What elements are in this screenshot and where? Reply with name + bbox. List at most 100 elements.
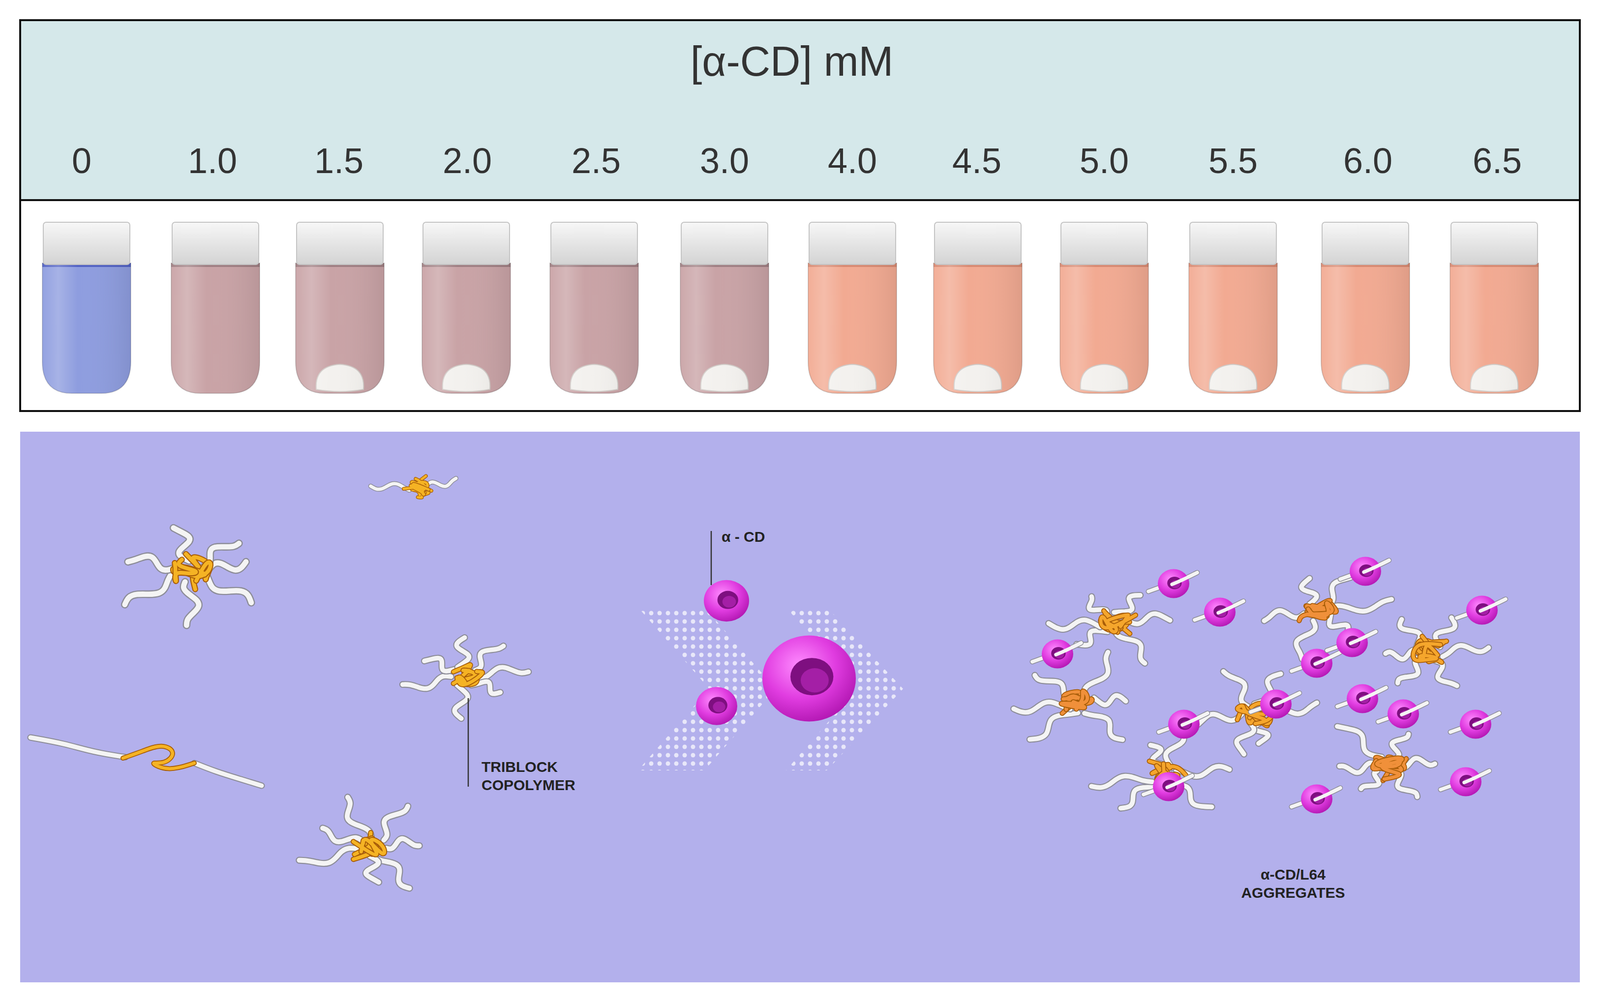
peo-block <box>1029 713 1079 740</box>
chevron-dot <box>732 678 738 683</box>
chevron-dot <box>766 761 771 767</box>
chevron-dot <box>783 761 788 767</box>
chevron-dot <box>749 745 755 750</box>
chevron-dot <box>657 761 663 767</box>
chevron-dot <box>732 761 738 767</box>
chevron-dot <box>657 619 663 625</box>
chevron-dot <box>691 619 696 625</box>
threaded-chain <box>1172 573 1198 585</box>
chevron-dot <box>891 703 897 708</box>
chevron-dot <box>665 653 671 658</box>
threaded-chain <box>1464 771 1490 784</box>
chevron-dot <box>707 678 713 683</box>
chevron-dot <box>866 686 872 692</box>
chevron-dot <box>649 770 654 775</box>
chevron-dot <box>858 603 863 608</box>
chevron-dot <box>741 678 746 683</box>
chevron-dot <box>757 628 763 633</box>
chevron-dot <box>808 761 813 767</box>
peo-block <box>1236 722 1254 755</box>
chevron-dot <box>707 745 713 750</box>
chevron-dot <box>640 736 646 742</box>
chevron-dot <box>883 644 888 650</box>
chevron-dot <box>858 761 863 767</box>
chevron-dot <box>824 761 830 767</box>
threaded-chain <box>1474 713 1500 726</box>
chevron-dot <box>849 753 855 758</box>
chevron-dot <box>808 736 813 742</box>
ring-cavity <box>790 658 834 696</box>
chevron-dot <box>632 770 637 775</box>
chevron-dot <box>741 661 746 666</box>
chevron-dot <box>691 678 696 683</box>
threaded-chain <box>1350 632 1376 644</box>
chevron-dot <box>716 745 721 750</box>
chevron-dot <box>699 745 704 750</box>
chevron-dot <box>774 619 780 625</box>
chevron-dot <box>640 653 646 658</box>
chevron-dot <box>808 603 813 608</box>
chevron-dot <box>699 611 704 616</box>
concentration-value: 4.5 <box>952 141 1002 181</box>
chevron-dot <box>841 770 846 775</box>
vial-liquid <box>1321 263 1410 394</box>
chevron-dot <box>858 720 863 725</box>
chevron-dot <box>808 728 813 733</box>
chevron-dot <box>707 728 713 733</box>
chevron-dot <box>640 636 646 641</box>
chevron-dot <box>774 711 780 717</box>
peo-block <box>1093 695 1126 705</box>
vial-liquid <box>295 263 385 394</box>
copolymer-micelle <box>1091 727 1230 809</box>
chevron-dot <box>774 603 780 608</box>
ring-body <box>762 635 856 723</box>
chevron-dot <box>749 694 755 700</box>
chevron-dot <box>858 661 863 666</box>
copolymer-chain <box>30 737 262 786</box>
chevron-dot <box>632 644 637 650</box>
chevron-dot <box>875 720 880 725</box>
peo-block <box>30 737 126 758</box>
chevron-dot <box>891 669 897 675</box>
chevron-dot <box>749 711 755 717</box>
vial-liquid <box>42 263 131 394</box>
chevron-dot <box>699 761 704 767</box>
chevron-dot <box>665 628 671 633</box>
peo-block-outline <box>1301 578 1317 604</box>
chevron-dot <box>665 669 671 675</box>
chevron-dot <box>891 619 897 625</box>
chevron-dot <box>799 603 805 608</box>
chevron-dot <box>875 636 880 641</box>
peo-block-outline <box>475 646 504 671</box>
chevron-dot <box>707 628 713 633</box>
chevron-dot <box>749 678 755 683</box>
chevron-dot <box>741 736 746 742</box>
chevron-dot <box>632 745 637 750</box>
ppo-block-outline <box>1298 603 1332 621</box>
chevron-dot <box>632 603 637 608</box>
chevron-dot <box>774 736 780 742</box>
chevron-dot <box>674 653 679 658</box>
chevron-dot <box>808 753 813 758</box>
chevron-dot <box>783 736 788 742</box>
chevron-dot <box>724 728 729 733</box>
chevron-dot <box>674 644 679 650</box>
chevron-dot <box>699 770 704 775</box>
copolymer-micelle <box>402 637 529 720</box>
chevron-dot <box>866 611 872 616</box>
peo-block-outline <box>1339 763 1375 774</box>
chevron-dot <box>691 644 696 650</box>
chevron-dot <box>741 728 746 733</box>
chevron-dot <box>674 761 679 767</box>
chevron-dot <box>891 611 897 616</box>
threaded-chain <box>1167 776 1193 788</box>
vial-liquid <box>549 263 639 394</box>
component-label: TRIBLOCK COPOLYMER <box>481 757 610 795</box>
chevron-dot <box>849 745 855 750</box>
chevron-dot <box>749 703 755 708</box>
chevron-dot <box>833 745 838 750</box>
chevron-dot <box>732 653 738 658</box>
peo-block-outline <box>386 839 420 850</box>
chevron-dot <box>799 628 805 633</box>
